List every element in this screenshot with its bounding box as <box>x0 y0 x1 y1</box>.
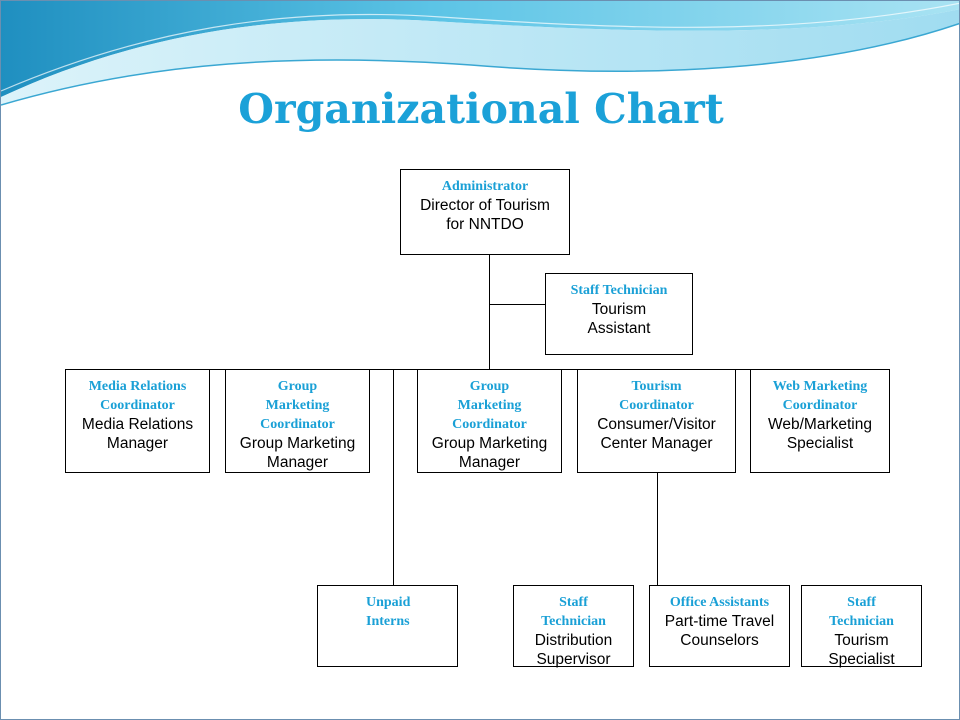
node-role: Staff Technician <box>829 595 894 629</box>
node-role: Unpaid Interns <box>366 595 411 629</box>
node-unpaid-interns: Unpaid Interns <box>317 585 458 667</box>
page-title: Organizational Chart <box>238 85 724 133</box>
node-group-marketing-coordinator-1: Group Marketing Coordinator Group Market… <box>225 369 370 473</box>
node-role: Staff Technician <box>541 595 606 629</box>
node-name: Director of Tourism for NNTDO <box>420 197 550 233</box>
node-media-relations-coordinator: Media Relations Coordinator Media Relati… <box>65 369 210 473</box>
node-name: Distribution Supervisor <box>534 632 613 668</box>
node-name: Web/Marketing Specialist <box>768 416 872 452</box>
node-web-marketing-coordinator: Web Marketing Coordinator Web/Marketing … <box>750 369 890 473</box>
node-name: Consumer/Visitor Center Manager <box>597 416 716 452</box>
node-name: Group Marketing Manager <box>239 435 356 471</box>
node-staff-technician-distribution: Staff Technician Distribution Supervisor <box>513 585 634 668</box>
node-name: Part-time Travel Counselors <box>664 613 775 649</box>
node-role: Tourism Coordinator <box>619 379 694 413</box>
node-name: Tourism Assistant <box>587 301 651 337</box>
node-role: Administrator <box>441 179 529 194</box>
node-name: Group Marketing Manager <box>431 435 548 471</box>
node-office-assistants: Office Assistants Part-time Travel Couns… <box>649 585 790 667</box>
node-role: Web Marketing Coordinator <box>772 379 868 413</box>
header-wave-decoration <box>1 1 959 106</box>
node-tourism-coordinator: Tourism Coordinator Consumer/Visitor Cen… <box>577 369 736 473</box>
node-role: Media Relations Coordinator <box>88 379 187 413</box>
node-role: Staff Technician <box>570 283 668 298</box>
node-role: Office Assistants <box>669 595 770 610</box>
node-role: Group Marketing Coordinator <box>260 379 335 432</box>
node-role: Group Marketing Coordinator <box>452 379 527 432</box>
node-name: Tourism Specialist <box>828 632 895 668</box>
node-administrator: Administrator Director of Tourism for NN… <box>400 169 570 255</box>
node-group-marketing-coordinator-2: Group Marketing Coordinator Group Market… <box>417 369 562 473</box>
node-staff-technician-tourism-assistant: Staff Technician Tourism Assistant <box>545 273 693 355</box>
node-name: Media Relations Manager <box>81 416 194 452</box>
node-staff-technician-tourism-specialist: Staff Technician Tourism Specialist <box>801 585 922 668</box>
